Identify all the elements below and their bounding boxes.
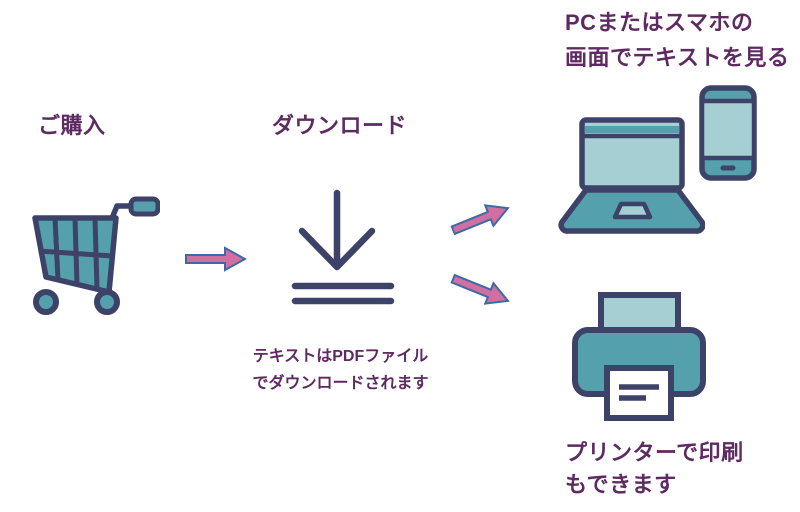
view-title: PCまたはスマホの 画面でテキストを見る	[565, 5, 789, 75]
download-caption-line2: でダウンロードされます	[252, 375, 429, 392]
download-caption: テキストはPDFファイル でダウンロードされます	[238, 343, 443, 397]
printer-icon	[560, 280, 720, 442]
smartphone-icon-svg	[699, 85, 757, 181]
shopping-cart-icon	[10, 185, 161, 325]
arrow-down-right-icon	[447, 266, 514, 313]
download-title: ダウンロード	[272, 113, 408, 138]
shopping-cart-icon-svg	[32, 196, 161, 315]
arrow-up-right-icon	[447, 195, 514, 242]
view-title-line1: PCまたはスマホの	[565, 10, 754, 35]
print-title: プリンターで印刷 もできます	[565, 437, 744, 501]
arrow-right-icon	[185, 246, 248, 272]
download-arrow-icon-svg	[291, 189, 395, 305]
download-caption-line1: テキストはPDFファイル	[252, 348, 429, 365]
laptop-icon-svg	[558, 117, 706, 234]
purchase-title: ご購入	[38, 113, 106, 138]
smartphone-icon	[690, 80, 800, 190]
download-arrow-icon	[280, 180, 400, 310]
print-title-line1: プリンターで印刷	[565, 440, 744, 465]
print-title-line2: もできます	[565, 472, 677, 497]
view-title-line2: 画面でテキストを見る	[565, 45, 790, 70]
laptop-icon	[555, 100, 706, 240]
printer-icon-svg	[572, 292, 706, 421]
